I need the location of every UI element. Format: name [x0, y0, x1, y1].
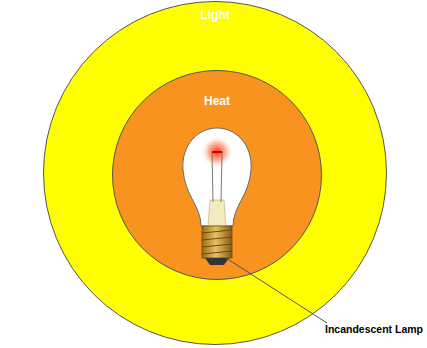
light-circle: LightHeat — [43, 1, 387, 345]
circle-label: Heat — [112, 94, 322, 108]
circle-shape — [44, 2, 387, 345]
part-name: Incandescent Lamp — [325, 323, 423, 335]
lamp-base — [202, 226, 232, 258]
filament-support — [212, 152, 213, 202]
heat-circle: Heat — [112, 70, 322, 280]
base-threads — [202, 230, 232, 254]
filament-glow — [201, 136, 233, 168]
base-contact — [205, 258, 229, 265]
circle-shape — [113, 71, 322, 280]
glass-stem — [208, 200, 226, 226]
circle-label: Light — [43, 8, 387, 22]
leader-line — [226, 258, 327, 323]
filament — [212, 151, 222, 153]
bulb-glass — [183, 128, 251, 226]
filament-support — [221, 152, 222, 202]
